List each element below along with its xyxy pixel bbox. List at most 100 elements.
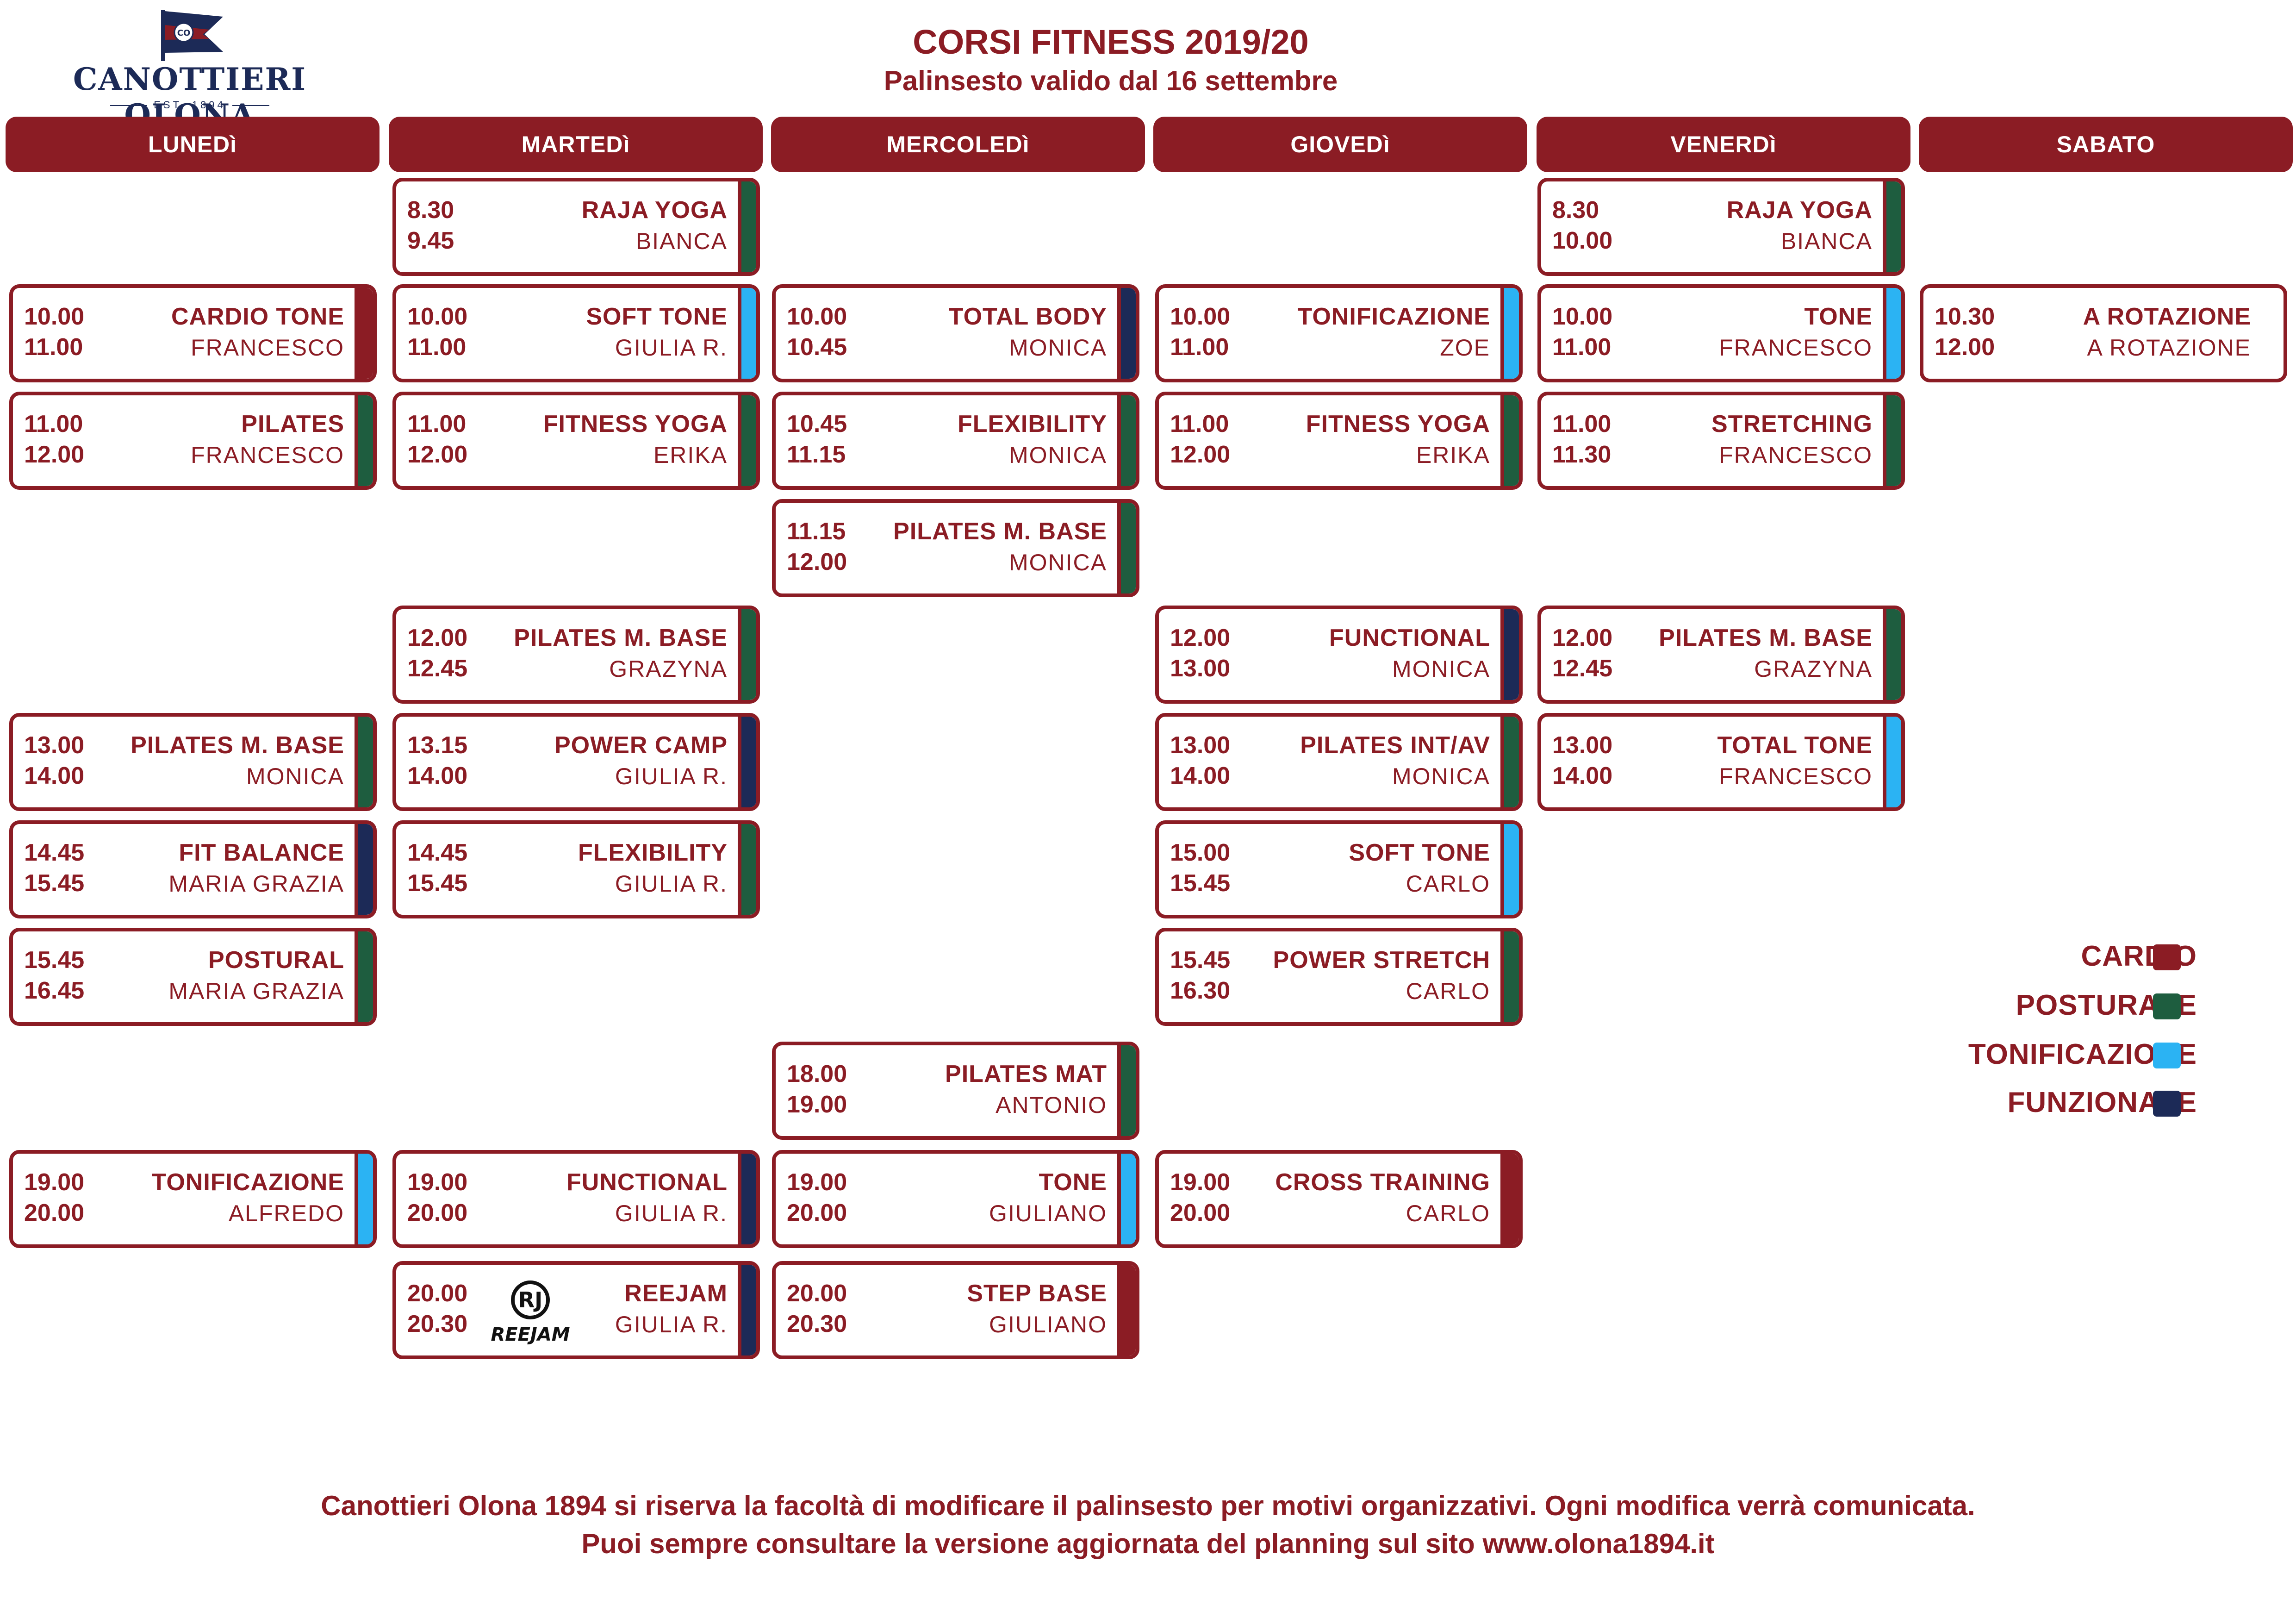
class-name: PILATES M. BASE bbox=[131, 732, 344, 759]
category-stripe bbox=[1500, 288, 1519, 379]
class-teacher: CARLO bbox=[1406, 978, 1490, 1004]
class-start-time: 14.45 bbox=[24, 839, 85, 866]
class-end-time: 15.45 bbox=[407, 870, 468, 897]
class-teacher: ANTONIO bbox=[996, 1092, 1107, 1118]
class-start-time: 11.00 bbox=[1552, 411, 1612, 437]
class-start-time: 19.00 bbox=[24, 1169, 85, 1196]
category-stripe bbox=[738, 717, 756, 807]
class-end-time: 11.00 bbox=[1170, 334, 1229, 361]
class-start-time: 13.00 bbox=[1552, 732, 1613, 759]
class-start-time: 10.45 bbox=[787, 411, 847, 437]
class-card: 8.30 10.00 RAJA YOGA BIANCA bbox=[1537, 178, 1905, 276]
class-start-time: 10.00 bbox=[407, 303, 468, 330]
class-end-time: 10.00 bbox=[1552, 227, 1613, 254]
class-teacher: MARIA GRAZIA bbox=[168, 871, 344, 897]
flag-icon: CO bbox=[161, 10, 223, 61]
day-header-mercoledi: MERCOLEDì bbox=[771, 117, 1145, 172]
class-teacher: GIULIA R. bbox=[615, 1312, 728, 1337]
class-end-time: 15.45 bbox=[24, 870, 85, 897]
class-name: CARDIO TONE bbox=[171, 303, 344, 330]
class-start-time: 19.00 bbox=[787, 1169, 847, 1196]
class-name: REEJAM bbox=[624, 1280, 728, 1307]
category-stripe bbox=[1500, 931, 1519, 1022]
class-end-time: 20.30 bbox=[787, 1311, 847, 1337]
category-stripe bbox=[738, 181, 756, 272]
class-name: SOFT TONE bbox=[1349, 839, 1490, 866]
class-name: STRETCHING bbox=[1711, 411, 1873, 437]
class-end-time: 12.45 bbox=[1552, 655, 1613, 682]
class-end-time: 12.00 bbox=[24, 441, 85, 468]
class-teacher: FRANCESCO bbox=[191, 442, 344, 468]
category-stripe bbox=[738, 288, 756, 379]
category-stripe bbox=[355, 395, 373, 486]
class-start-time: 15.00 bbox=[1170, 839, 1231, 866]
class-name: TONIFICAZIONE bbox=[1297, 303, 1490, 330]
class-start-time: 8.30 bbox=[407, 197, 454, 224]
class-end-time: 12.00 bbox=[787, 549, 847, 575]
category-stripe bbox=[355, 1154, 373, 1244]
class-name: PILATES bbox=[241, 411, 344, 437]
category-stripe bbox=[355, 824, 373, 915]
category-stripe bbox=[1500, 1154, 1519, 1244]
day-header-sabato: SABATO bbox=[1919, 117, 2293, 172]
class-teacher: ERIKA bbox=[1416, 442, 1490, 468]
class-teacher: GIULIA R. bbox=[615, 335, 728, 361]
category-stripe bbox=[738, 824, 756, 915]
class-teacher: ZOE bbox=[1440, 335, 1490, 361]
legend-swatch-tonificazione bbox=[2153, 1043, 2181, 1068]
class-end-time: 11.00 bbox=[407, 334, 467, 361]
class-end-time: 16.30 bbox=[1170, 977, 1231, 1004]
class-start-time: 19.00 bbox=[1170, 1169, 1231, 1196]
class-teacher: ALFREDO bbox=[228, 1200, 344, 1226]
class-name: TONE bbox=[1804, 303, 1873, 330]
category-stripe bbox=[1883, 395, 1901, 486]
footer-website-note: Puoi sempre consultare la versione aggio… bbox=[581, 1528, 1715, 1559]
category-stripe bbox=[1117, 1154, 1136, 1244]
class-teacher: BIANCA bbox=[1780, 228, 1873, 254]
class-teacher: CARLO bbox=[1406, 871, 1490, 897]
category-stripe bbox=[1500, 824, 1519, 915]
class-start-time: 12.00 bbox=[407, 625, 468, 651]
class-name: FLEXIBILITY bbox=[958, 411, 1107, 437]
legend-swatch-funzionale bbox=[2153, 1091, 2181, 1117]
class-end-time: 13.00 bbox=[1170, 655, 1231, 682]
class-teacher: MARIA GRAZIA bbox=[168, 978, 344, 1004]
class-end-time: 14.00 bbox=[407, 762, 468, 789]
class-name: FITNESS YOGA bbox=[543, 411, 728, 437]
class-teacher: MONICA bbox=[1009, 442, 1107, 468]
class-name: RAJA YOGA bbox=[1726, 197, 1873, 224]
category-stripe bbox=[355, 717, 373, 807]
class-start-time: 10.00 bbox=[24, 303, 85, 330]
class-end-time: 11.30 bbox=[1552, 441, 1612, 468]
class-start-time: 13.00 bbox=[24, 732, 85, 759]
class-start-time: 10.00 bbox=[787, 303, 847, 330]
class-end-time: 20.00 bbox=[1170, 1199, 1231, 1226]
page-title: CORSI FITNESS 2019/20 bbox=[913, 23, 1309, 61]
class-name: PILATES M. BASE bbox=[1659, 625, 1873, 651]
class-start-time: 8.30 bbox=[1552, 197, 1599, 224]
class-name: TOTAL TONE bbox=[1717, 732, 1873, 759]
category-stripe bbox=[1117, 1265, 1136, 1355]
category-stripe bbox=[1883, 717, 1901, 807]
svg-text:CO: CO bbox=[177, 28, 191, 38]
category-stripe bbox=[738, 395, 756, 486]
class-teacher: GRAZYNA bbox=[1754, 656, 1873, 682]
